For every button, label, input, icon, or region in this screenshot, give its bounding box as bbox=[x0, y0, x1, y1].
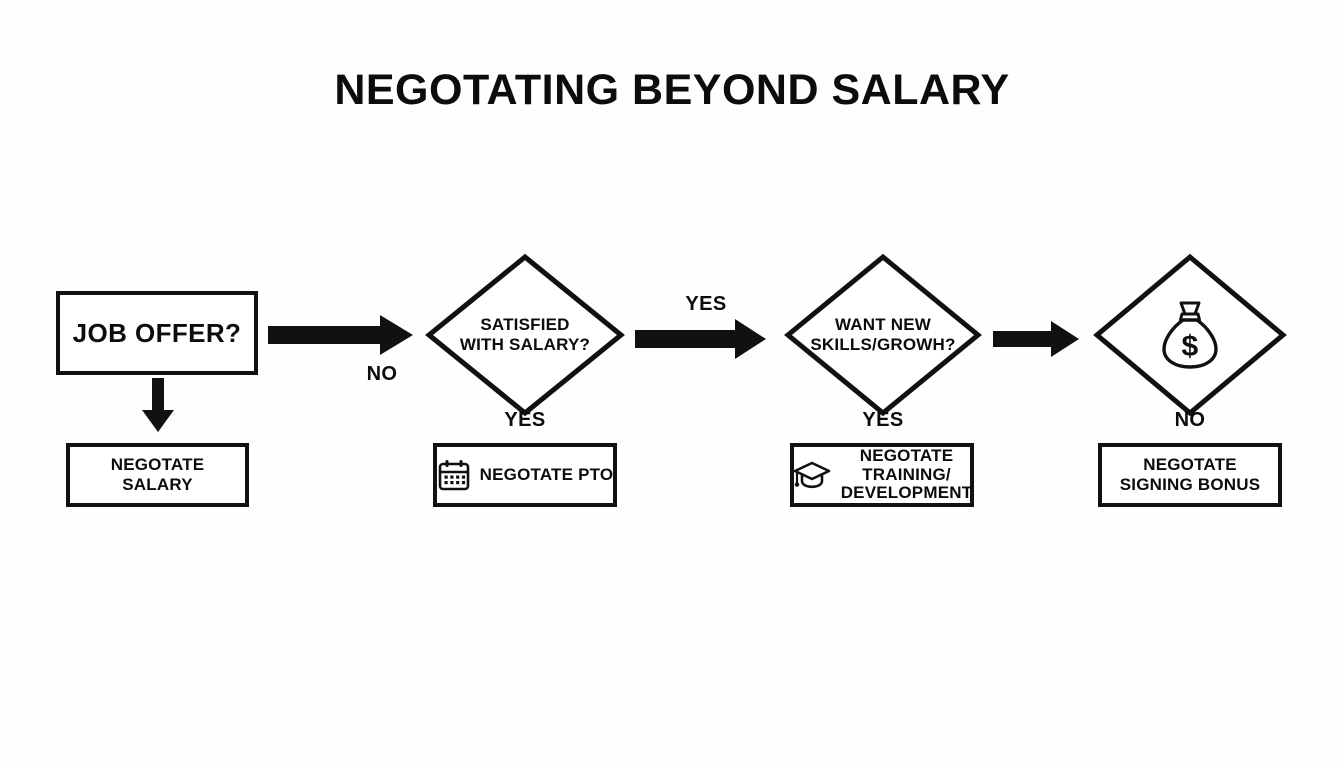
edge-label-no-money: NO bbox=[1174, 409, 1206, 431]
label-line-1: NEGOTATE bbox=[859, 445, 954, 465]
node-negotiate-training[interactable]: NEGOTATE TRAINING/ DEVELOPMENT bbox=[790, 443, 974, 507]
node-job-offer[interactable]: JOB OFFER? bbox=[56, 291, 258, 375]
page-title: NEGOTATING BEYOND SALARY bbox=[334, 66, 1010, 114]
edge-label-yes-satisfied: YES bbox=[504, 409, 546, 431]
label-line-3: DEVELOPMENT bbox=[840, 483, 973, 503]
label-line-1: NEGOTATE bbox=[1143, 454, 1237, 474]
label-line-2: SIGNING BONUS bbox=[1119, 475, 1261, 494]
diamond-outline bbox=[784, 253, 982, 417]
node-negotiate-signing-bonus-label: NEGOTATE SIGNING BONUS bbox=[1120, 455, 1261, 495]
node-negotiate-salary[interactable]: NEGOTATE SALARY bbox=[66, 443, 249, 507]
label-line-2: SALARY bbox=[122, 475, 193, 494]
edge-label-yes-skills: YES bbox=[862, 409, 904, 431]
arrow-offer-to-salary bbox=[140, 378, 176, 434]
label-line-2: TRAINING/ bbox=[862, 464, 951, 484]
diamond-outline bbox=[425, 253, 625, 417]
arrow-offer-to-satisfied bbox=[268, 313, 415, 357]
node-negotiate-pto[interactable]: NEGOTATE PTO bbox=[433, 443, 617, 507]
diamond-outline bbox=[1093, 253, 1287, 417]
node-negotiate-training-label: NEGOTATE TRAINING/ DEVELOPMENT bbox=[840, 445, 973, 503]
node-negotiate-pto-label: NEGOTATE PTO bbox=[479, 464, 614, 484]
arrow-satisfied-to-skills bbox=[635, 318, 768, 360]
edge-label-no-offer: NO bbox=[366, 363, 398, 385]
node-negotiate-signing-bonus[interactable]: NEGOTATE SIGNING BONUS bbox=[1098, 443, 1282, 507]
calendar-icon bbox=[437, 458, 471, 492]
node-money-bag[interactable]: $ bbox=[1093, 253, 1287, 417]
node-satisfied-with-salary[interactable]: SATISFIED WITH SALARY? bbox=[425, 253, 625, 417]
node-job-offer-label: JOB OFFER? bbox=[72, 317, 242, 348]
arrow-skills-to-money bbox=[993, 320, 1081, 358]
node-want-new-skills[interactable]: WANT NEW SKILLS/GROWH? bbox=[784, 253, 982, 417]
edge-label-yes-to-skills: YES bbox=[685, 293, 727, 315]
label-line-1: NEGOTATE bbox=[110, 454, 205, 474]
graduation-cap-icon bbox=[792, 458, 832, 492]
node-negotiate-salary-label: NEGOTATE SALARY bbox=[111, 455, 205, 495]
